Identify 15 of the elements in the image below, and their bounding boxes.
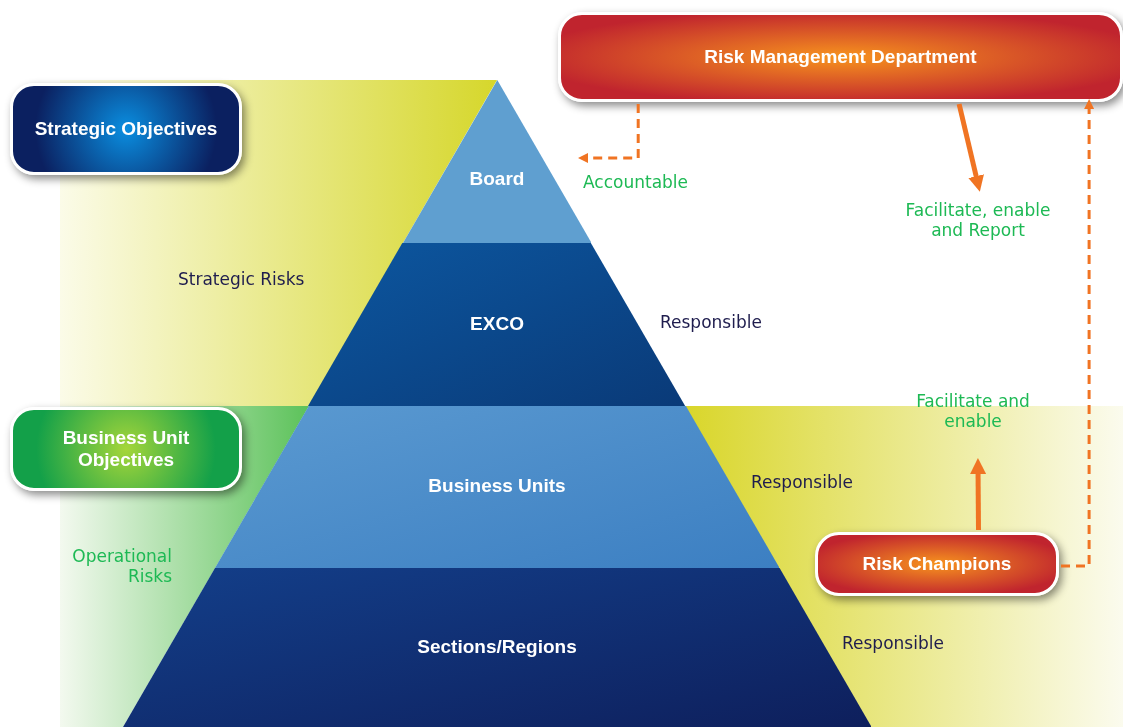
rounded-label-box: Business Unit Objectives (10, 407, 242, 491)
rounded-label-box: Risk Management Department (558, 12, 1123, 102)
edge-label: Facilitate, enable and Report (904, 200, 1052, 240)
arrow (578, 104, 640, 163)
text-label: Responsible (842, 633, 944, 653)
edge-label: Accountable (583, 172, 690, 192)
text-label: Responsible (751, 472, 853, 492)
text-label: Responsible (660, 312, 762, 332)
arrow (970, 458, 987, 530)
arrow (1061, 99, 1095, 568)
text-label: Operational Risks (71, 546, 172, 586)
rounded-label-box: Risk Champions (815, 532, 1059, 596)
arrow (956, 103, 984, 192)
rounded-label-box: Strategic Objectives (10, 83, 242, 175)
edge-label: Facilitate and enable (915, 391, 1031, 431)
